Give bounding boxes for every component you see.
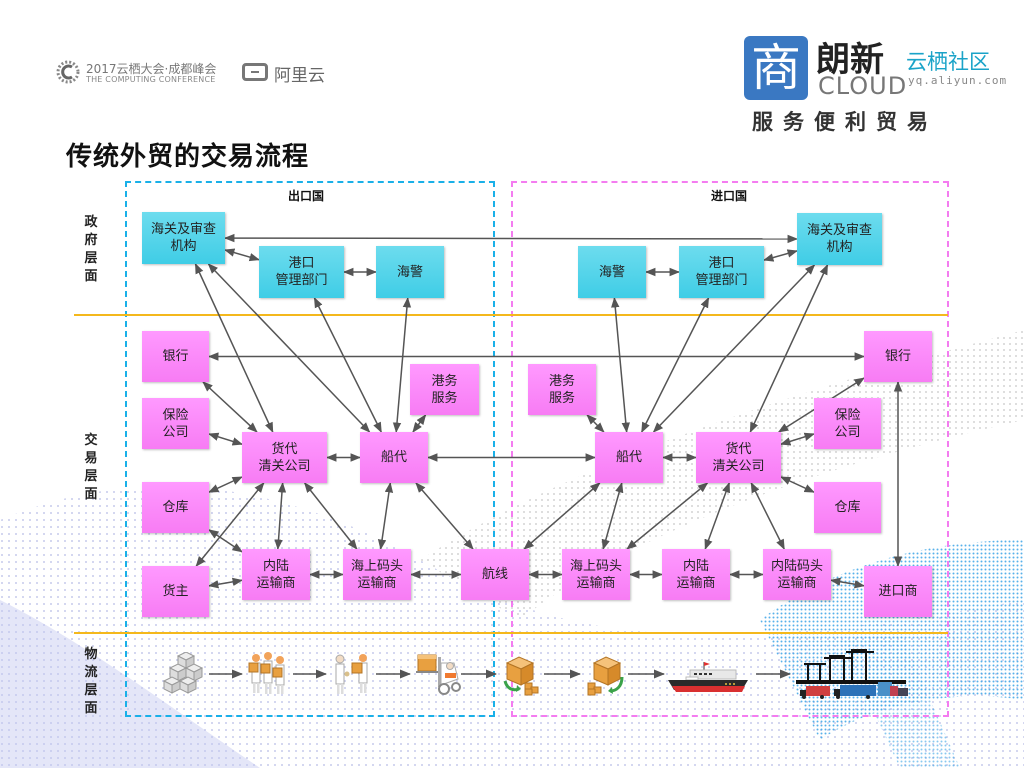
forklift-icon xyxy=(416,654,461,695)
box-load-icon xyxy=(587,656,624,696)
layer-separator-gov-trade xyxy=(74,314,948,316)
brand-url: yq.aliyun.com xyxy=(908,74,1008,87)
workers-carrying-boxes-icon xyxy=(248,652,285,694)
node-export-sea-dock-carrier[interactable]: 海上码头 运输商 xyxy=(343,549,411,600)
node-import-inland-dock-carrier[interactable]: 内陆码头 运输商 xyxy=(763,549,831,600)
handover-icon xyxy=(335,654,368,694)
brand-name: 朗新 xyxy=(816,40,884,80)
computing-conference-logo-icon xyxy=(56,60,80,84)
node-import-bank[interactable]: 银行 xyxy=(864,331,932,382)
brand-mark-icon: 商 xyxy=(744,36,808,100)
node-import-coast-guard[interactable]: 海警 xyxy=(578,246,646,298)
node-export-coast-guard[interactable]: 海警 xyxy=(376,246,444,298)
export-country-label: 出口国 xyxy=(288,189,325,203)
node-export-bank[interactable]: 银行 xyxy=(142,331,209,382)
node-export-port-service[interactable]: 港务 服务 xyxy=(410,364,479,415)
node-import-insurance[interactable]: 保险 公司 xyxy=(814,398,881,449)
node-export-customs[interactable]: 海关及审查 机构 xyxy=(142,212,225,264)
node-export-shipping-agent[interactable]: 船代 xyxy=(360,432,428,483)
page-title: 传统外贸的交易流程 xyxy=(66,142,310,172)
node-export-inland-carrier[interactable]: 内陆 运输商 xyxy=(242,549,310,600)
node-importer[interactable]: 进口商 xyxy=(864,566,932,617)
layer-label-government: 政府层面 xyxy=(84,215,98,284)
aliyun-logo-icon xyxy=(242,63,268,81)
conference-logo: 2017云栖大会·成都峰会 THE COMPUTING CONFERENCE xyxy=(56,58,236,88)
node-export-insurance[interactable]: 保险 公司 xyxy=(142,398,209,449)
layer-separator-trade-logistics xyxy=(74,632,948,634)
node-import-inland-carrier[interactable]: 内陆 运输商 xyxy=(662,549,730,600)
node-exporter-cargo-owner[interactable]: 货主 xyxy=(142,566,209,617)
aliyun-text: 阿里云 xyxy=(274,66,325,86)
layer-label-trade: 交易层面 xyxy=(84,433,98,502)
brand-cloud: CLOUD xyxy=(818,72,908,100)
brand-community: 云栖社区 xyxy=(906,50,990,74)
node-import-port-admin[interactable]: 港口 管理部门 xyxy=(679,246,764,298)
brand-slogan: 服务便利贸易 xyxy=(752,110,938,134)
node-import-shipping-agent[interactable]: 船代 xyxy=(595,432,663,483)
node-export-freight-forwarder[interactable]: 货代 清关公司 xyxy=(242,432,327,483)
brand-logo: 商 朗新 CLOUD 云栖社区 yq.aliyun.com 服务便利贸易 xyxy=(744,36,1024,136)
node-import-freight-forwarder[interactable]: 货代 清关公司 xyxy=(696,432,781,483)
node-import-port-service[interactable]: 港务 服务 xyxy=(528,364,596,415)
node-import-warehouse[interactable]: 仓库 xyxy=(814,482,881,533)
node-import-sea-dock-carrier[interactable]: 海上码头 运输商 xyxy=(562,549,630,600)
layer-label-logistics: 物流层面 xyxy=(84,647,98,716)
container-port-icon xyxy=(796,649,908,699)
node-shipping-route[interactable]: 航线 xyxy=(461,549,529,600)
node-export-port-admin[interactable]: 港口 管理部门 xyxy=(259,246,344,298)
node-import-customs[interactable]: 海关及审查 机构 xyxy=(797,213,882,265)
import-country-region: 进口国 xyxy=(511,181,949,717)
conference-subtitle: THE COMPUTING CONFERENCE xyxy=(86,75,216,84)
import-country-label: 进口国 xyxy=(711,189,748,203)
box-unload-icon xyxy=(503,656,539,696)
stacked-boxes-icon xyxy=(162,652,204,694)
node-export-warehouse[interactable]: 仓库 xyxy=(142,482,209,533)
conference-title: 2017云栖大会·成都峰会 xyxy=(86,62,217,76)
export-country-region: 出口国 xyxy=(125,181,495,717)
cargo-ship-icon xyxy=(668,662,748,692)
